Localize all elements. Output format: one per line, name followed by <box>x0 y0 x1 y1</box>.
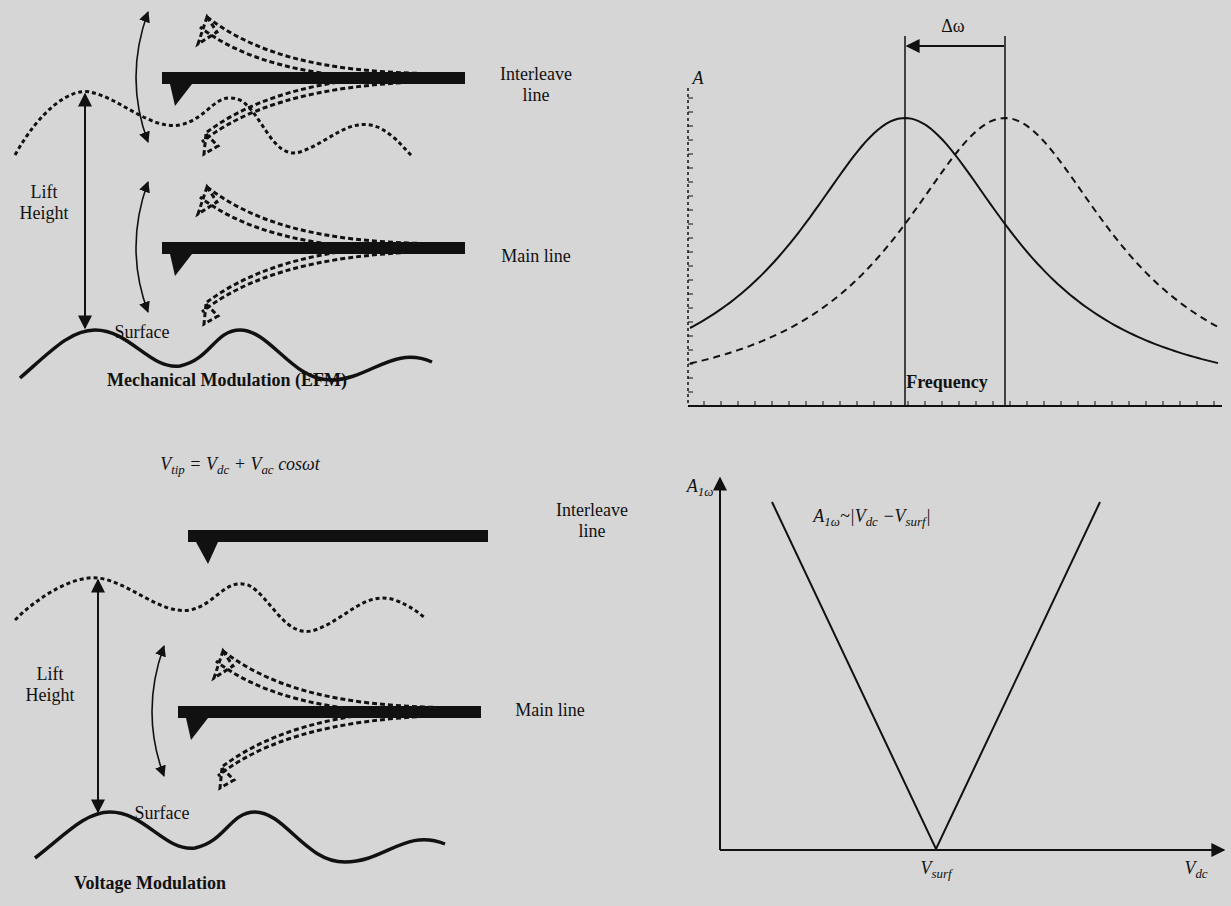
line-label: Main line <box>515 700 585 721</box>
formula-label: A1ω~|Vdc −Vsurf| <box>813 506 930 527</box>
axis-label: A <box>693 68 704 89</box>
axis-label: Vdc <box>1184 858 1207 879</box>
line-label: Interleave line <box>491 64 581 105</box>
surface-label: Surface <box>135 803 190 824</box>
axis-label: A1ω <box>687 476 714 497</box>
dimension-label: Lift Height <box>17 664 83 705</box>
line-label: Interleave line <box>547 500 637 541</box>
panel-caption: Mechanical Modulation (EFM) <box>107 370 347 391</box>
line-label: Main line <box>501 246 571 267</box>
axis-label: Frequency <box>906 372 988 393</box>
panel-caption: Voltage Modulation <box>74 873 226 894</box>
dimension-label: Lift Height <box>11 182 77 223</box>
shift-label: Δω <box>941 16 964 37</box>
tick-label: Vsurf <box>920 858 951 879</box>
surface-label: Surface <box>115 322 170 343</box>
formula-label: Vtip = Vdc + Vac cosωt <box>160 454 320 475</box>
